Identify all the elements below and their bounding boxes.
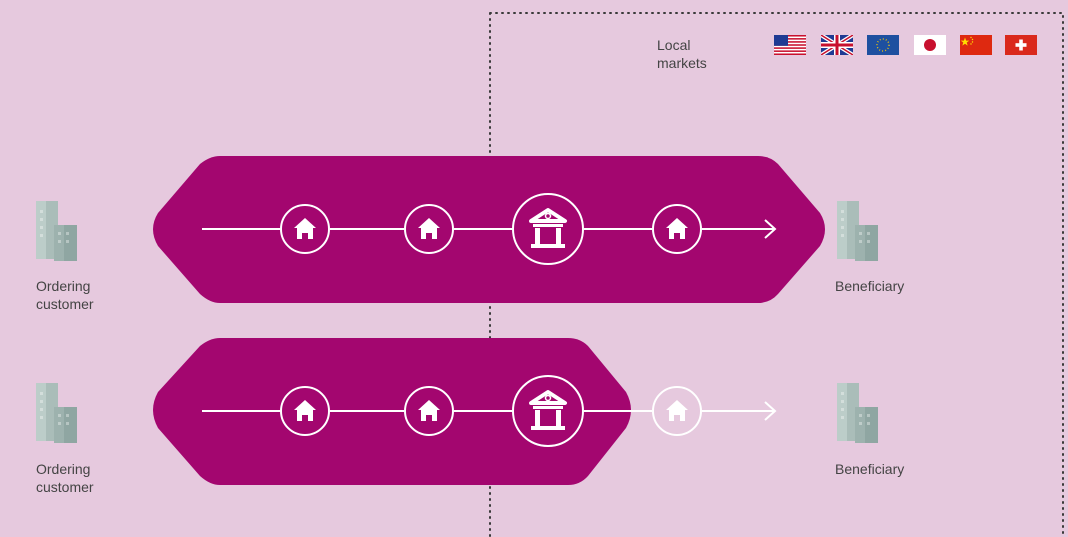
japan-flag-icon [914,35,946,55]
local-markets-border [489,12,1064,537]
row1-node-2 [404,204,454,254]
row2-ordering-customer-label: Ordering customer [36,461,94,495]
eu-flag-icon [867,35,899,55]
house-icon [418,400,440,421]
row2-ordering-building-icon [36,383,77,443]
row1-beneficiary-label: Beneficiary [835,278,905,294]
row1-beneficiary-building-icon [837,201,878,261]
row1-flow [202,219,777,239]
house-icon [666,218,688,239]
us-flag-icon [774,35,806,55]
row2-node-2 [404,386,454,436]
arrowhead-icon [764,219,777,239]
row2-node-bank [512,375,584,447]
row1-ordering-building-icon [36,201,77,261]
china-flag-icon [960,35,992,55]
row1-ordering-customer-label: Ordering customer [36,278,94,312]
local-markets-label: Local markets [657,37,707,71]
house-icon [418,218,440,239]
row1-node-bank [512,193,584,265]
row2-node-4 [652,386,702,436]
bank-icon [529,390,567,430]
switzerland-flag-icon [1005,35,1037,55]
house-icon [294,218,316,239]
arrowhead-icon [764,401,777,421]
uk-flag-icon [821,35,853,55]
row2-beneficiary-building-icon [837,383,878,443]
house-icon [294,400,316,421]
row2-flow [202,401,777,421]
row1-node-1 [280,204,330,254]
house-icon [666,400,688,421]
row1-node-4 [652,204,702,254]
bank-icon [529,208,567,248]
row2-node-1 [280,386,330,436]
row2-beneficiary-label: Beneficiary [835,461,905,477]
